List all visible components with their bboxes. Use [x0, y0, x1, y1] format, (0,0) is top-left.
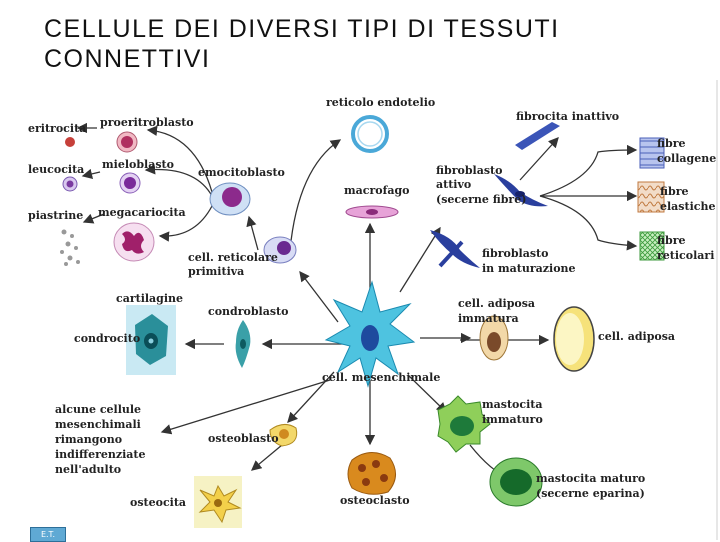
label-fibroblasto-maturazione-2: in maturazione — [482, 262, 576, 275]
proerythroblast-cell — [116, 131, 138, 153]
label-secerne-fibre: (secerne fibre) — [436, 193, 526, 206]
label-primitiva: primitiva — [188, 265, 244, 278]
active-fibroblast-cell — [494, 174, 548, 207]
label-condrocito: condrocito — [74, 332, 140, 345]
chondroblast-cell — [235, 320, 251, 368]
erythrocyte-cell — [65, 137, 75, 147]
osteoblast-cell — [269, 424, 298, 447]
label-macrofago: macrofago — [344, 184, 409, 197]
elastic-fibres — [637, 181, 665, 213]
label-adiposa-immatura-2: immatura — [458, 312, 519, 325]
label-piastrine: piastrine — [28, 209, 83, 222]
cartilage-condrocyte-cell — [126, 305, 176, 375]
label-fibre-collagene-2: collagene — [657, 152, 716, 165]
label-indiff-2: mesenchimali — [55, 418, 141, 431]
label-condroblasto: condroblasto — [208, 305, 288, 318]
label-indiff-5: nell'adulto — [55, 463, 121, 476]
leukocyte-cell — [62, 176, 78, 192]
adipose-cell — [553, 306, 595, 372]
label-proeritroblasto: proeritroblasto — [100, 116, 194, 129]
megakaryocyte-cell — [113, 222, 155, 262]
diagram-labels: eritrocita proeritroblasto leucocita mie… — [28, 96, 716, 509]
myeloblast-cell — [119, 172, 141, 194]
label-fibroblasto: fibroblasto — [436, 164, 502, 177]
label-emocitoblasto: emocitoblasto — [198, 166, 285, 179]
label-mastocita-maturo-2: (secerne eparina) — [536, 487, 645, 500]
label-megacariocita: megacariocita — [98, 206, 186, 219]
label-osteocita: osteocita — [130, 496, 186, 509]
label-cell-reticolare: cell. reticolare — [188, 251, 278, 264]
label-mastocita-maturo-1: mastocita maturo — [536, 472, 645, 485]
label-eritrocita: eritrocita — [28, 122, 86, 135]
label-indiff-3: rimangono — [55, 433, 122, 446]
label-fibrocita-inattivo: fibrocita inattivo — [516, 110, 619, 123]
osteoclast-cell — [347, 452, 396, 495]
label-indiff-4: indifferenziate — [55, 448, 146, 461]
label-reticolo-endotelio: reticolo endotelio — [326, 96, 435, 109]
label-fibre-elastiche-1: fibre — [660, 185, 688, 198]
page-title: CELLULE DEI DIVERSI TIPI DI TESSUTI CONN… — [44, 15, 560, 73]
hemocytoblast-cell — [209, 182, 251, 216]
endothelium-ring — [351, 115, 389, 153]
label-indiff-1: alcune cellule — [55, 403, 141, 416]
label-attivo: attivo — [436, 178, 471, 191]
immature-mast-cell — [437, 395, 491, 453]
label-fibre-reticolari-2: reticolari — [657, 249, 714, 262]
label-mastocita-immaturo-2: immaturo — [482, 413, 543, 426]
label-osteoblasto: osteoblasto — [208, 432, 279, 445]
label-fibre-elastiche-2: elastiche — [660, 200, 715, 213]
label-fibre-collagene-1: fibre — [657, 137, 685, 150]
label-leucocita: leucocita — [28, 163, 84, 176]
arrows — [76, 122, 638, 486]
maturing-fibroblast-cell — [430, 230, 480, 268]
label-fibroblasto-maturazione-1: fibroblasto — [482, 247, 548, 260]
mature-mast-cell — [489, 457, 543, 507]
reticular-primitive-cell — [263, 236, 297, 264]
mesenchymal-cell — [324, 280, 416, 388]
label-osteoclasto: osteoclasto — [340, 494, 410, 507]
macrophage-cell — [345, 205, 399, 219]
inactive-fibrocyte-cell — [515, 122, 560, 150]
osteocyte-cell — [194, 476, 242, 528]
label-mastocita-immaturo-1: mastocita — [482, 398, 542, 411]
immature-adipose-cell — [479, 315, 509, 361]
platelets — [60, 229, 80, 266]
label-mieloblasto: mieloblasto — [102, 158, 174, 171]
label-cell-mesenchimale: cell. mesenchimale — [322, 371, 440, 384]
label-cartilagine: cartilagine — [116, 292, 183, 305]
collagen-fibres — [639, 137, 665, 169]
label-fibre-reticolari-1: fibre — [657, 234, 685, 247]
label-adiposa-immatura-1: cell. adiposa — [458, 297, 535, 310]
reticular-fibres — [639, 231, 665, 261]
label-cell-adiposa: cell. adiposa — [598, 330, 675, 343]
